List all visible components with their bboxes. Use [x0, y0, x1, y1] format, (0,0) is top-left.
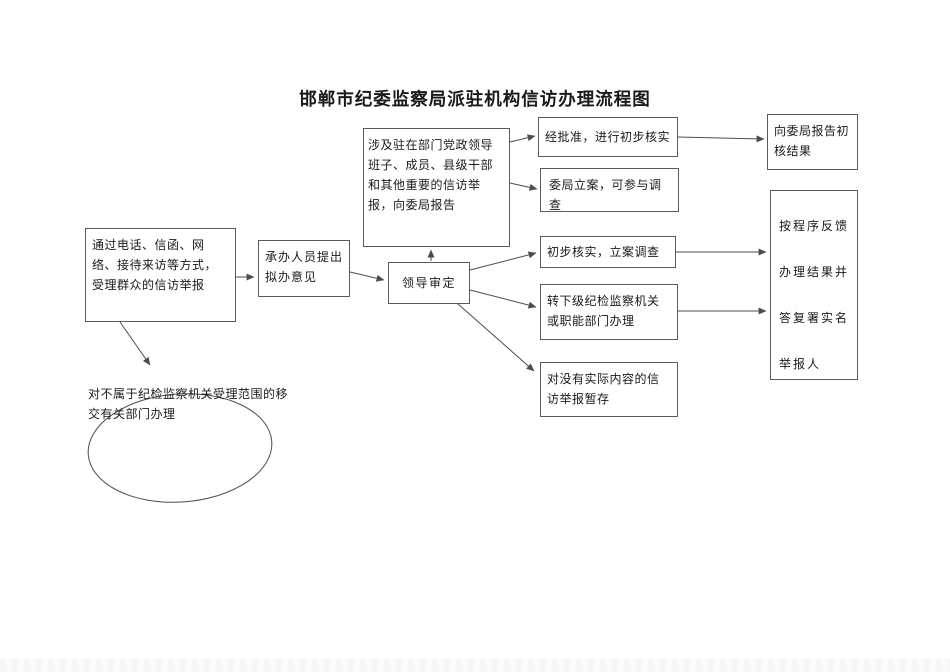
node-report-result: 向委局报告初核结果	[767, 114, 858, 170]
node-transfer-lower: 转下级纪检监察机关或职能部门办理	[540, 284, 678, 340]
watermark-strip	[0, 659, 950, 672]
node-bureau-case: 委局立案，可参与调查	[540, 168, 679, 212]
arrow-report-to-approved	[509, 134, 536, 143]
label-out-of-scope: 对不属于纪检监察机关受理范围的移交有关部门办理	[88, 387, 289, 421]
node-draft-opinion: 承办人员提出拟办意见	[258, 240, 350, 297]
outscope-ellipse	[87, 393, 273, 503]
arrow-report-to-bureau	[509, 182, 538, 191]
arrow-review-to-transfer	[469, 289, 537, 309]
arrow-review-to-hold	[457, 303, 535, 372]
node-report-to-bureau: 涉及驻在部门党政领导班子、成员、县级干部和其他重要的信访举报，向委局报告	[363, 128, 510, 247]
node-feedback-result: 按程序反馈 办理结果并 答复署实名 举报人	[770, 190, 858, 380]
arrow-approved-to-result	[677, 135, 765, 143]
node-intake: 通过电话、信函、网络、接待来访等方式，受理群众的信访举报	[85, 228, 236, 322]
node-verify-case: 初步核实，立案调查	[540, 236, 676, 268]
node-no-content-hold: 对没有实际内容的信访举报暂存	[540, 362, 678, 417]
node-leader-review: 领导审定	[388, 262, 470, 304]
arrow-draft-to-review	[349, 271, 385, 282]
arrow-review-to-verify	[469, 251, 537, 271]
node-approved-verify: 经批准，进行初步核实	[538, 117, 678, 157]
arrow-intake-to-outscope	[119, 321, 151, 366]
page-title: 邯郸市纪委监察局派驻机构信访办理流程图	[299, 89, 651, 109]
